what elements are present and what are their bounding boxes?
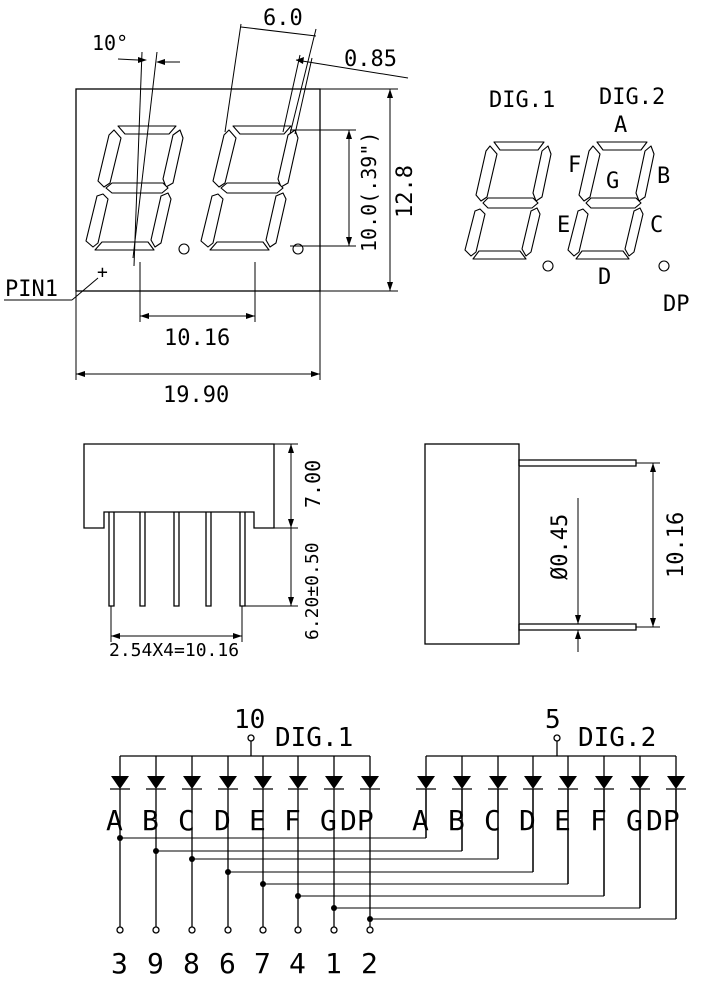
dig2-seg-label-a: A [412, 804, 429, 837]
row-spacing-label: 10.16 [664, 512, 689, 578]
dig1-pin-label: 10 [234, 705, 265, 735]
dig2-seg-label-d: D [519, 804, 536, 837]
front-digit-1 [85, 125, 190, 255]
pin-dia-label: Ø0.45 [548, 514, 573, 580]
dig1-label: DIG.1 [275, 723, 353, 753]
dig1-led-diode-g [325, 776, 343, 789]
dig1-seg-label-dp: DP [340, 804, 374, 837]
dig2-led-diode-g [631, 776, 649, 789]
digit-height-label: 10.0(.39") [357, 132, 381, 252]
dig1-seg-label-b: B [142, 804, 159, 837]
pin-span-label: 2.54X4=10.16 [109, 640, 239, 661]
body-height-label: 7.00 [301, 460, 325, 508]
pin-terminal [188, 926, 196, 934]
dig1-common-terminal [247, 734, 255, 742]
pin-number-9: 9 [147, 947, 164, 980]
pin1-label: PIN1 [5, 277, 58, 302]
seg-label-c: C [650, 213, 663, 238]
dig1-seg-label-f: F [284, 804, 301, 837]
seg-width-label: 6.0 [263, 6, 303, 31]
seg-label-d: D [598, 265, 611, 290]
dp-size-label: 0.85 [344, 47, 397, 72]
end-body [424, 443, 520, 645]
dig1-seg-label-d: D [214, 804, 231, 837]
dig2-seg-label-c: C [484, 804, 501, 837]
dig2-led-diode-c [489, 776, 507, 789]
side-view: 7.00 6.20±0.50 2.54X4=10.16 [83, 443, 325, 661]
angle-label: 10° [92, 31, 128, 55]
dig2-led-diode-f [595, 776, 613, 789]
dig1-led-diode-dp [361, 776, 379, 789]
dig2-seg-label-g: G [626, 804, 643, 837]
seg-label-a: A [614, 113, 627, 138]
map-dig2-label: DIG.2 [599, 85, 665, 110]
dig2-seg-label-dp: DP [646, 804, 680, 837]
dig2-led-diode-b [453, 776, 471, 789]
pitch-label: 10.16 [164, 326, 230, 351]
side-pins [108, 512, 246, 607]
side-body [83, 443, 275, 529]
dig2-common-terminal [553, 734, 561, 742]
seg-label-dp: DP [663, 292, 690, 317]
dig2-label: DIG.2 [578, 723, 656, 753]
dig2-led-diode-a [417, 776, 435, 789]
seg-label-b: B [657, 164, 670, 189]
seg-label-e: E [557, 213, 570, 238]
pin-terminal [224, 926, 232, 934]
pin-terminal [152, 926, 160, 934]
dig2-seg-label-e: E [554, 804, 571, 837]
dig2-seg-label-f: F [590, 804, 607, 837]
dig1-seg-label-c: C [178, 804, 195, 837]
map-digit-1 [464, 141, 554, 272]
dig2-led-diode-e [559, 776, 577, 789]
map-digit-2 [567, 141, 670, 272]
seg-label-f: F [568, 153, 581, 178]
dig1-led-diode-e [254, 776, 272, 789]
end-view: 10.16 Ø0.45 [424, 443, 689, 652]
dig1-led-diode-a [111, 776, 129, 789]
front-view: 10° 6.0 0.85 12.8 10.0(.39") 10.16 [4, 6, 418, 408]
dig2-pin-label: 5 [545, 705, 561, 735]
pin-number-2: 2 [361, 947, 378, 980]
dig1-led-diode-d [219, 776, 237, 789]
dig1-led-diode-c [183, 776, 201, 789]
height-label: 12.8 [393, 165, 418, 218]
seg-label-g: G [606, 169, 619, 194]
dig1-led-diode-f [289, 776, 307, 789]
pin-number-6: 6 [219, 947, 236, 980]
pin-length-label: 6.20±0.50 [302, 542, 323, 640]
dig2-seg-label-b: B [448, 804, 465, 837]
front-digit-2 [200, 125, 304, 255]
pin-number-7: 7 [254, 947, 271, 980]
pin-terminal [294, 926, 302, 934]
pin-terminal [259, 926, 267, 934]
pin-number-8: 8 [183, 947, 200, 980]
display-body-outline [75, 88, 321, 292]
pin-number-4: 4 [289, 947, 306, 980]
pin-terminal [116, 926, 124, 934]
width-label: 19.90 [163, 383, 229, 408]
pin-terminal [366, 926, 374, 934]
dig1-seg-label-a: A [106, 804, 123, 837]
segment-map: DIG.1 DIG.2 A B C D E F G DP [464, 85, 690, 317]
map-dig1-label: DIG.1 [489, 88, 555, 113]
dig1-seg-label-e: E [249, 804, 266, 837]
pin1-mark: + [97, 262, 108, 283]
dig2-led-diode-dp [667, 776, 685, 789]
dig1-led-diode-b [147, 776, 165, 789]
pin-number-3: 3 [111, 947, 128, 980]
dig1-seg-label-g: G [320, 804, 337, 837]
dig2-led-diode-d [524, 776, 542, 789]
pin-number-1: 1 [325, 947, 342, 980]
pin-terminal [330, 926, 338, 934]
